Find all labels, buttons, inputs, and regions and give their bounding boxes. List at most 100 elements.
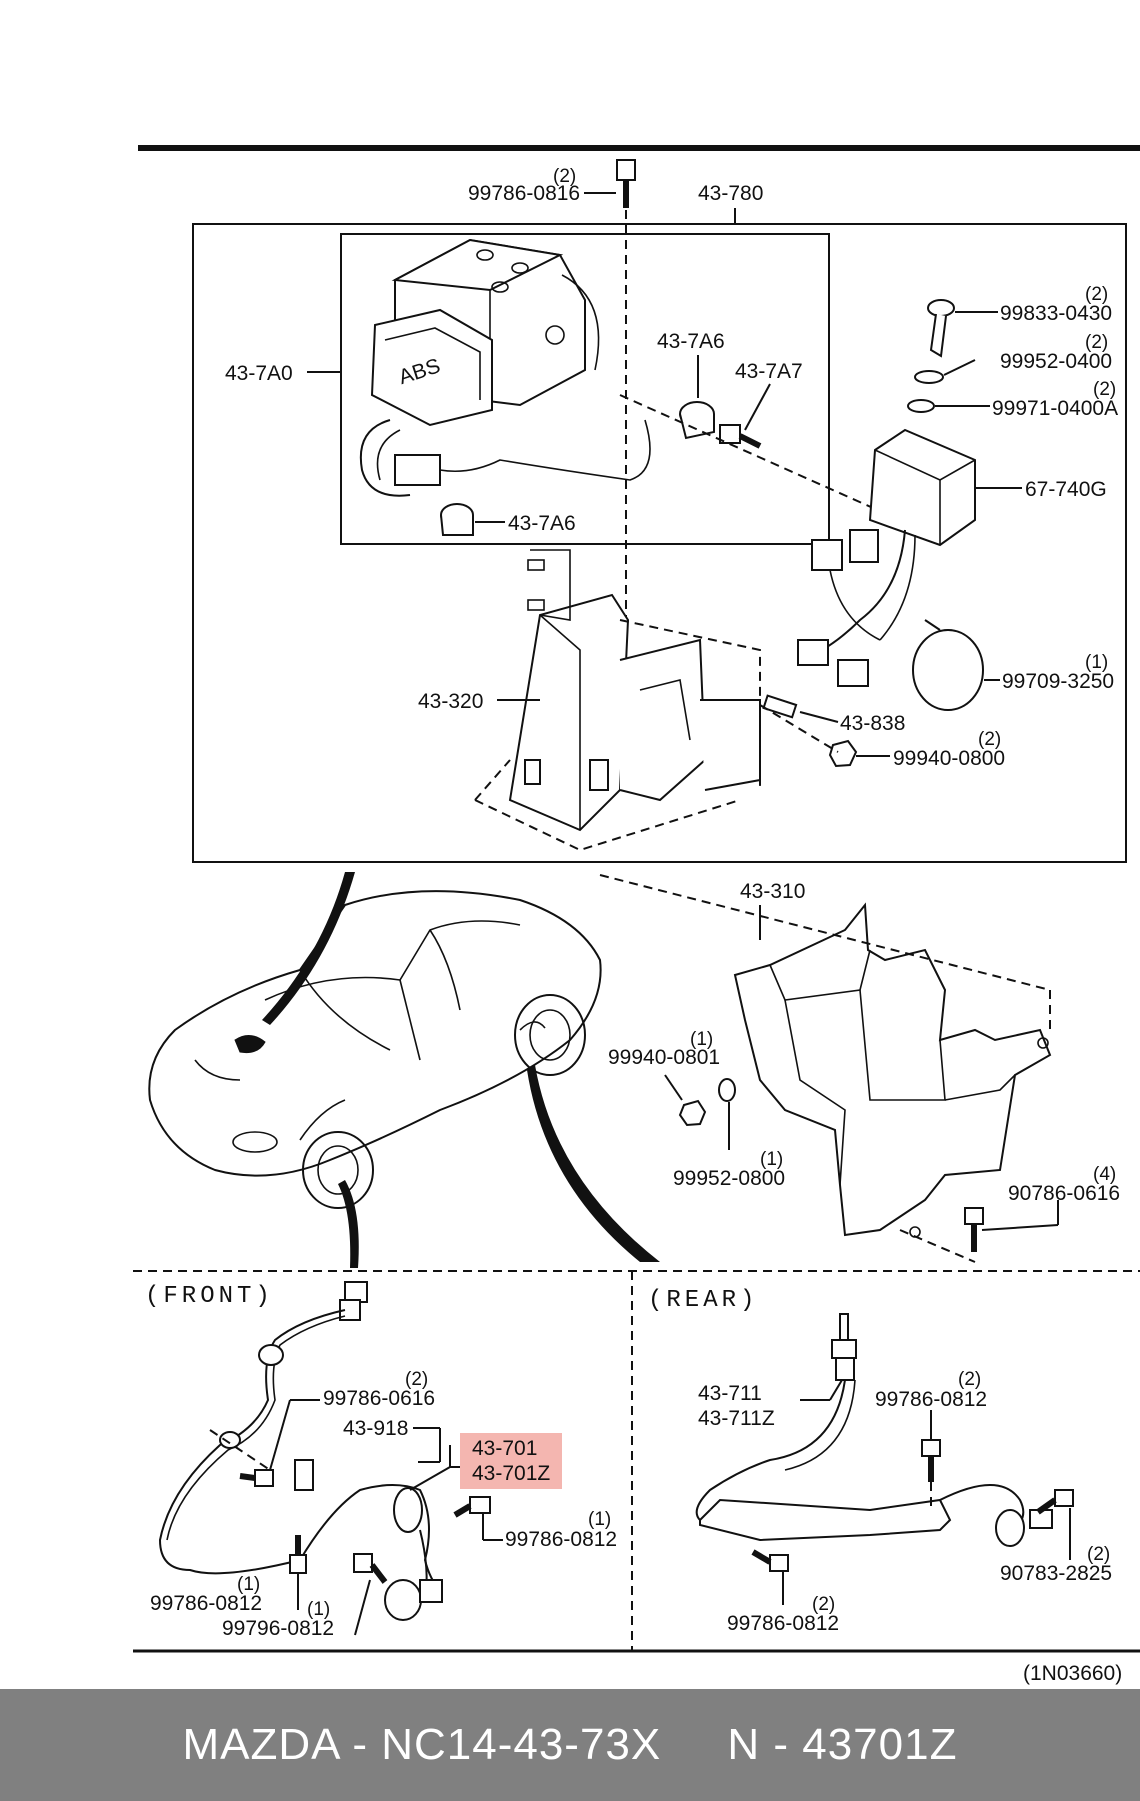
bolt-99786-0812-f2-icon (289, 1535, 307, 1574)
label-43-7A6-b: 43-7A6 (508, 512, 576, 535)
dash-front-1 (209, 1429, 271, 1471)
leader-43-838 (799, 711, 839, 723)
label-99786-0812-r2: 99786-0812 (727, 1612, 839, 1635)
strap-99709-3250-icon (912, 619, 984, 711)
label-99786-0616: 99786-0616 (323, 1387, 435, 1410)
assembly-frame (192, 223, 1127, 863)
leader-43-701 (409, 1466, 451, 1491)
label-43-320: 43-320 (418, 690, 483, 713)
bracket-43-320-icon (508, 549, 761, 832)
dash-bracket-310 (599, 874, 1051, 1263)
washer-99971-0400A-icon (907, 399, 935, 413)
label-99796-0812: 99796-0812 (222, 1617, 334, 1640)
label-99786-0816: 99786-0816 (468, 182, 580, 205)
label-99709-3250: 99709-3250 (1002, 670, 1114, 693)
qty-90783-2825: (2) (1087, 1544, 1110, 1565)
bolt-99796-0812-icon (353, 1553, 388, 1584)
leader-43-7A7 (744, 383, 771, 431)
bolt-99786-0816-icon (616, 159, 636, 208)
pointer-front-hu (262, 872, 355, 1025)
nut-99940-0801-icon (678, 1099, 707, 1127)
dash-abs-mount (619, 394, 901, 521)
bolt-99786-0812-f1-icon (453, 1496, 491, 1518)
label-90786-0616: 90786-0616 (1008, 1182, 1120, 1205)
label-99786-0812-r1: 99786-0812 (875, 1388, 987, 1411)
label-43-711Z: 43-711Z (698, 1407, 775, 1430)
bolt-99786-0812-r2-icon (751, 1549, 789, 1572)
highlight-box (460, 1433, 562, 1489)
label-43-7A7: 43-7A7 (735, 360, 803, 383)
label-43-780: 43-780 (698, 182, 763, 205)
label-99952-0400: 99952-0400 (1000, 350, 1112, 373)
leader-99786-0616-v (269, 1399, 291, 1471)
section-label-rear: (REAR) (648, 1287, 758, 1314)
bracket-43-701 (449, 1445, 460, 1468)
qty-99940-0801: (1) (690, 1029, 713, 1050)
label-43-701: 43-701 (472, 1437, 537, 1460)
label-99940-0800: 99940-0800 (893, 747, 1005, 770)
label-99971-0400A: 99971-0400A (992, 397, 1118, 420)
washer-99952-0800-icon (718, 1078, 736, 1102)
footer-bar: MAZDA - NC14-43-73X N - 43701Z (0, 1689, 1140, 1801)
bushing-43-7A6-icon (679, 401, 715, 440)
nut-99940-0800-icon (828, 739, 858, 768)
qty-99971-0400A: (2) (1093, 379, 1116, 400)
label-67-740G: 67-740G (1025, 478, 1107, 501)
bushing-43-7A6-b-icon (440, 503, 474, 536)
label-99786-0812-f1: 99786-0812 (505, 1528, 617, 1551)
label-43-701Z: 43-701Z (472, 1462, 550, 1485)
stud-43-838-icon (762, 694, 798, 719)
qty-99833-0430: (2) (1085, 284, 1108, 305)
leader-90786-0616 (981, 1224, 1059, 1231)
label-43-711: 43-711 (698, 1382, 762, 1405)
rear-abs-sensor-icon (695, 1313, 1053, 1547)
label-99952-0800: 99952-0800 (673, 1167, 785, 1190)
label-43-918: 43-918 (343, 1417, 408, 1440)
screw-99833-0430-icon (927, 299, 955, 358)
label-43-310: 43-310 (740, 880, 805, 903)
drawing-number: (1N03660) (1023, 1662, 1122, 1685)
leader-99796-0812 (354, 1579, 371, 1636)
qty-99952-0800: (1) (760, 1149, 783, 1170)
qty-99786-0812-r1: (2) (958, 1369, 981, 1390)
qty-99786-0616: (2) (405, 1369, 428, 1390)
label-99833-0430: 99833-0430 (1000, 302, 1112, 325)
bolt-90786-0616-icon (964, 1207, 984, 1252)
label-43-7A6-a: 43-7A6 (657, 330, 725, 353)
label-99940-0801: 99940-0801 (608, 1046, 720, 1069)
vehicle-outline-icon (148, 890, 602, 1209)
label-99786-0812-f2: 99786-0812 (150, 1592, 262, 1615)
label-43-7A0: 43-7A0 (225, 362, 293, 385)
leader-99952-0400 (943, 359, 976, 376)
abs-unit-icon (359, 238, 651, 497)
bracket-43-310-icon (733, 902, 1052, 1238)
section-label-front: (FRONT) (145, 1283, 274, 1310)
bolt-99786-0812-r1-icon (921, 1439, 941, 1482)
qty-99940-0800: (2) (978, 729, 1001, 750)
label-90783-2825: 90783-2825 (1000, 1562, 1112, 1585)
qty-99786-0812-f1: (1) (588, 1509, 611, 1530)
qty-99709-3250: (1) (1085, 652, 1108, 673)
bolt-99786-0616-icon (239, 1469, 274, 1487)
relay-box-67-740G-icon (797, 428, 976, 687)
dash-nut (759, 704, 839, 753)
qty-99786-0816: (2) (553, 166, 576, 187)
actuator-frame (340, 233, 830, 545)
washer-99952-0400-icon (914, 370, 944, 384)
dash-bracket-outline (474, 619, 761, 852)
qty-90786-0616: (4) (1093, 1164, 1116, 1185)
label-43-838: 43-838 (840, 712, 905, 735)
qty-99786-0812-r2: (2) (812, 1594, 835, 1615)
pointer-rear-sensor (527, 1065, 660, 1262)
qty-99796-0812: (1) (307, 1599, 330, 1620)
bolt-43-7A7-icon (719, 424, 762, 449)
qty-99952-0400: (2) (1085, 332, 1108, 353)
footer-title: MAZDA - NC14-43-73X N - 43701Z (182, 1720, 958, 1769)
qty-99786-0812-f2: (1) (237, 1574, 260, 1595)
leader-99940-0801 (664, 1074, 683, 1101)
front-abs-sensor-icon (158, 1281, 443, 1621)
bolt-90783-2825-icon (1036, 1489, 1074, 1515)
pointer-front-sensor (338, 1180, 359, 1268)
leader-43-711-v (829, 1379, 843, 1401)
